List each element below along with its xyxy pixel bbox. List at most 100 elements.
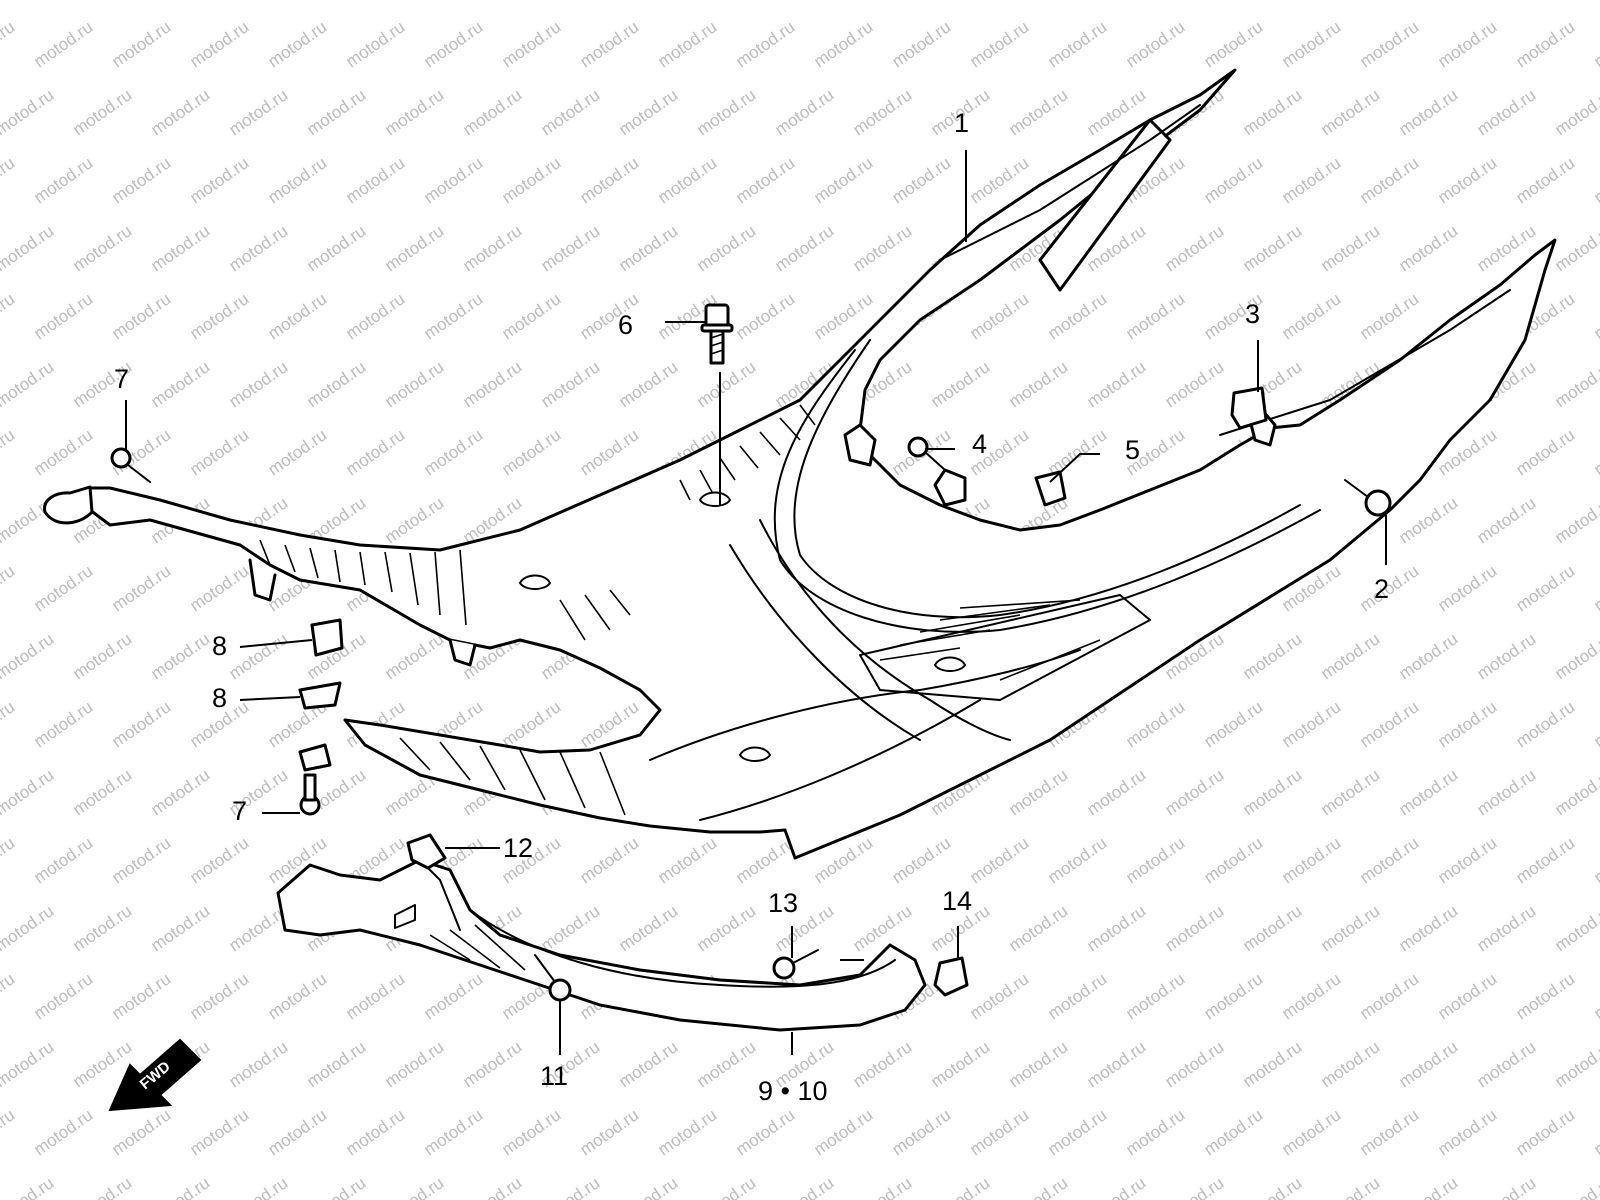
- watermark-text: motod.ru: [69, 629, 135, 683]
- watermark-text: motod.ru: [108, 17, 174, 71]
- watermark-text: motod.ru: [1356, 153, 1422, 207]
- watermark-text: motod.ru: [1317, 0, 1383, 3]
- watermark-text: motod.ru: [225, 85, 291, 139]
- watermark-text: motod.ru: [186, 289, 252, 343]
- watermark-text: motod.ru: [1317, 629, 1383, 683]
- watermark-text: motod.ru: [342, 289, 408, 343]
- watermark-text: motod.ru: [69, 221, 135, 275]
- watermark-text: motod.ru: [1239, 221, 1305, 275]
- watermark-text: motod.ru: [1317, 1173, 1383, 1200]
- watermark-text: motod.ru: [849, 1037, 915, 1091]
- watermark-text: motod.ru: [1434, 153, 1500, 207]
- watermark-text: motod.ru: [264, 1105, 330, 1159]
- watermark-text: motod.ru: [1200, 833, 1266, 887]
- watermark-text: motod.ru: [0, 289, 18, 343]
- watermark-text: motod.ru: [498, 289, 564, 343]
- callout-6: 6: [618, 310, 633, 340]
- watermark-text: motod.ru: [420, 1105, 486, 1159]
- watermark-text: motod.ru: [69, 85, 135, 139]
- watermark-text: motod.ru: [1044, 969, 1110, 1023]
- watermark-text: motod.ru: [1122, 17, 1188, 71]
- watermark-text: motod.ru: [1434, 561, 1500, 615]
- leader-lines: [125, 150, 1387, 1055]
- watermark-text: motod.ru: [108, 969, 174, 1023]
- watermark-text: motod.ru: [1395, 765, 1461, 819]
- watermark-text: motod.ru: [147, 765, 213, 819]
- watermark-text: motod.ru: [1161, 0, 1227, 3]
- watermark-text: motod.ru: [0, 153, 18, 207]
- watermark-text: motod.ru: [1551, 629, 1600, 683]
- watermark-text: motod.ru: [1317, 221, 1383, 275]
- watermark-text: motod.ru: [0, 697, 18, 751]
- watermark-text: motod.ru: [1395, 85, 1461, 139]
- watermark-text: motod.ru: [1551, 1173, 1600, 1200]
- watermark-text: motod.ru: [381, 85, 447, 139]
- watermark-text: motod.ru: [1512, 1105, 1578, 1159]
- watermark-text: motod.ru: [849, 0, 915, 3]
- watermark-text: motod.ru: [264, 153, 330, 207]
- watermark-text: motod.ru: [0, 765, 57, 819]
- watermark-text: motod.ru: [264, 969, 330, 1023]
- callout-5: 5: [1125, 435, 1140, 465]
- watermark-text: motod.ru: [303, 1037, 369, 1091]
- watermark-text: motod.ru: [1278, 969, 1344, 1023]
- watermark-text: motod.ru: [1278, 289, 1344, 343]
- watermark-text: motod.ru: [1317, 901, 1383, 955]
- watermark-text: motod.ru: [69, 1173, 135, 1200]
- watermark-text: motod.ru: [1044, 425, 1110, 479]
- watermark-text: motod.ru: [927, 1173, 993, 1200]
- watermark-text: motod.ru: [927, 357, 993, 411]
- watermark-text: motod.ru: [654, 1105, 720, 1159]
- watermark-text: motod.ru: [1200, 153, 1266, 207]
- watermark-text: motod.ru: [30, 17, 96, 71]
- watermark-text: motod.ru: [1551, 357, 1600, 411]
- watermark-text: motod.ru: [1473, 629, 1539, 683]
- watermark-text: motod.ru: [537, 901, 603, 955]
- watermark-text: motod.ru: [1044, 833, 1110, 887]
- watermark-text: motod.ru: [927, 1037, 993, 1091]
- watermark-text: motod.ru: [1200, 17, 1266, 71]
- watermark-text: motod.ru: [147, 0, 213, 3]
- callout-4: 4: [972, 429, 987, 459]
- watermark-text: motod.ru: [0, 221, 57, 275]
- callout-11: 11: [540, 1061, 568, 1091]
- watermark-text: motod.ru: [1005, 357, 1071, 411]
- callout-7-upper: 7: [114, 364, 129, 394]
- watermark-text: motod.ru: [225, 629, 291, 683]
- watermark-text: motod.ru: [0, 629, 57, 683]
- watermark-text: motod.ru: [1161, 357, 1227, 411]
- watermark-text: motod.ru: [927, 0, 993, 3]
- watermark-text: motod.ru: [810, 153, 876, 207]
- watermark-text: motod.ru: [225, 1037, 291, 1091]
- watermark-text: motod.ru: [732, 17, 798, 71]
- watermark-text: motod.ru: [693, 901, 759, 955]
- watermark-text: motod.ru: [732, 289, 798, 343]
- watermark-text: motod.ru: [69, 901, 135, 955]
- watermark-text: motod.ru: [1044, 289, 1110, 343]
- watermark-text: motod.ru: [1551, 85, 1600, 139]
- callout-9-10: 9 • 10: [758, 1076, 828, 1106]
- watermark-text: motod.ru: [1395, 493, 1461, 547]
- watermark-text: motod.ru: [0, 0, 57, 3]
- watermark-text: motod.ru: [1512, 153, 1578, 207]
- watermark-text: motod.ru: [1122, 289, 1188, 343]
- watermark-text: motod.ru: [381, 1037, 447, 1091]
- watermark-text: motod.ru: [1239, 765, 1305, 819]
- watermark-text: motod.ru: [1551, 0, 1600, 3]
- watermark-text: motod.ru: [1239, 1037, 1305, 1091]
- watermark-text: motod.ru: [615, 85, 681, 139]
- watermark-text: motod.ru: [1044, 17, 1110, 71]
- callout-7-lower: 7: [232, 796, 247, 826]
- watermark-text: motod.ru: [615, 357, 681, 411]
- watermark-text: motod.ru: [1239, 85, 1305, 139]
- watermark-text: motod.ru: [420, 969, 486, 1023]
- watermark-text: motod.ru: [1239, 1173, 1305, 1200]
- watermark-text: motod.ru: [1005, 85, 1071, 139]
- lower-cover: [276, 833, 969, 1032]
- callout-3: 3: [1245, 299, 1260, 329]
- watermark-text: motod.ru: [1278, 1105, 1344, 1159]
- watermark-text: motod.ru: [1317, 85, 1383, 139]
- watermark-text: motod.ru: [1434, 1105, 1500, 1159]
- watermark-text: motod.ru: [1239, 629, 1305, 683]
